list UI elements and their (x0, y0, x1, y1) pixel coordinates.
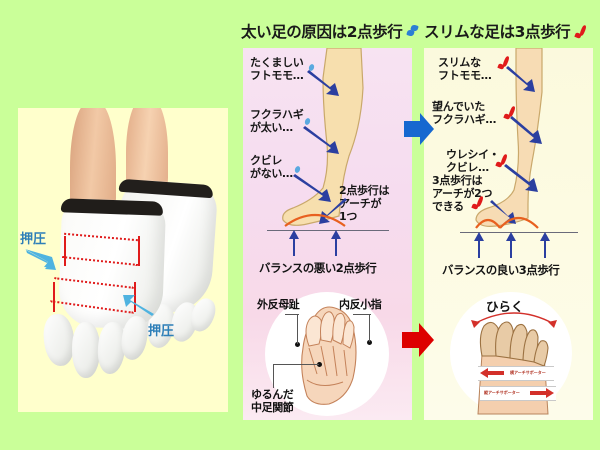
sock-photo-panel: 押圧 押圧 開く (18, 108, 228, 412)
left-foot-label-pinky: 内反小指 (339, 298, 382, 311)
right-note-2: ウレシイ・ クビレ… (446, 148, 500, 174)
left-note-2: クビレ がない… (250, 154, 293, 180)
band-arrow-upper (480, 368, 504, 378)
right-note-arrow-0 (506, 66, 535, 92)
left-dot-midfoot (317, 362, 322, 367)
press-label-bottom: 押圧 (148, 324, 175, 339)
red-arrow (402, 323, 434, 357)
left-dot-pinky (367, 340, 372, 345)
lead-mid-v (273, 364, 274, 388)
band-arrow-lower (530, 388, 554, 398)
left-comparison-panel: たくましい フトモモ… フクラハギ が太い… クビレ がない… 2点歩行は アー… (243, 48, 412, 420)
force-arrow-r3 (540, 232, 550, 241)
band-edge-left-upper (64, 236, 66, 266)
left-note-0: たくましい フトモモ… (250, 56, 304, 82)
force-stem-2 (335, 238, 337, 256)
hiraku-arc (471, 312, 557, 328)
lead-hallux-v (297, 314, 298, 344)
red-shoe-icon-note-2 (495, 153, 508, 168)
left-dot-hallux (295, 342, 300, 347)
lead-pinky-v (369, 314, 370, 342)
force-stem-1 (293, 238, 295, 256)
header-right: スリムな足は3点歩行 (424, 18, 588, 44)
red-shoe-icon-note-0 (497, 55, 510, 70)
header-left-label: 太い足の原因は2点歩行 (241, 23, 403, 41)
hiraku-label: ひらく (486, 299, 524, 314)
right-comparison-panel: スリムな フトモモ… 望んでいた フクラハギ… ウレシイ・ クビレ… 3点歩行は… (424, 48, 593, 420)
left-note-3: 2点歩行は アーチが 1つ (339, 184, 390, 223)
left-note-arrow-0 (307, 70, 339, 96)
ground-line-right (460, 232, 578, 233)
band-edge-right-upper (138, 236, 140, 266)
right-note-3: 3点歩行は アーチが2つ できる (432, 174, 493, 213)
blue-shoe-icon (406, 24, 420, 37)
left-note-arrow-2 (293, 174, 331, 202)
red-shoe-icon-note-1 (503, 105, 516, 120)
header-right-label: スリムな足は3点歩行 (424, 23, 571, 41)
sock-front-toe-1 (41, 312, 77, 368)
supporter-band-label-lower: 縦アーチサポーター (484, 390, 520, 395)
lead-hallux-h (285, 314, 299, 315)
band-edge-left-lower (53, 282, 55, 312)
press-label-top: 押圧 (20, 232, 47, 247)
double-arch (475, 216, 539, 229)
force-arrow-1 (289, 230, 299, 239)
force-arrow-2 (331, 230, 341, 239)
lead-pinky-h (353, 314, 371, 315)
single-arch (284, 214, 346, 227)
left-foot-label-midfoot: ゆるんだ 中足関節 (251, 388, 294, 414)
supporter-band-label-upper: 横アーチサポーター (510, 370, 546, 375)
red-shoe-icon (574, 24, 588, 39)
right-note-1: 望んでいた フクラハギ… (432, 100, 497, 126)
right-note-arrow-2 (504, 164, 538, 192)
left-foot-label-hallux: 外反母趾 (257, 298, 300, 311)
supporter-band-upper (478, 366, 554, 381)
force-arrow-r1 (474, 232, 484, 241)
band-edge-right-lower (134, 282, 136, 312)
right-caption: バランスの良い3点歩行 (442, 263, 560, 277)
left-note-arrow-3 (319, 198, 347, 224)
press-arrow-top (25, 249, 56, 270)
header-left: 太い足の原因は2点歩行 (241, 18, 420, 44)
supporter-band-lower (480, 386, 556, 401)
left-caption: バランスの悪い2点歩行 (259, 261, 377, 275)
right-note-arrow-1 (510, 116, 542, 144)
force-stem-r3 (544, 240, 546, 258)
sock-front-toe-2 (72, 322, 100, 378)
right-note-0: スリムな フトモモ… (438, 56, 492, 82)
lead-mid-h (273, 364, 319, 365)
left-note-arrow-1 (303, 126, 339, 154)
force-stem-r1 (478, 240, 480, 258)
force-stem-r2 (510, 240, 512, 258)
left-note-1: フクラハギ が太い… (250, 108, 304, 134)
ground-line-left (267, 230, 389, 231)
blue-arrow (404, 113, 434, 145)
force-arrow-r2 (506, 232, 516, 241)
press-arrow-bottom (123, 295, 154, 316)
left-foot-bones (301, 306, 357, 405)
right-note-arrow-3 (490, 200, 516, 224)
